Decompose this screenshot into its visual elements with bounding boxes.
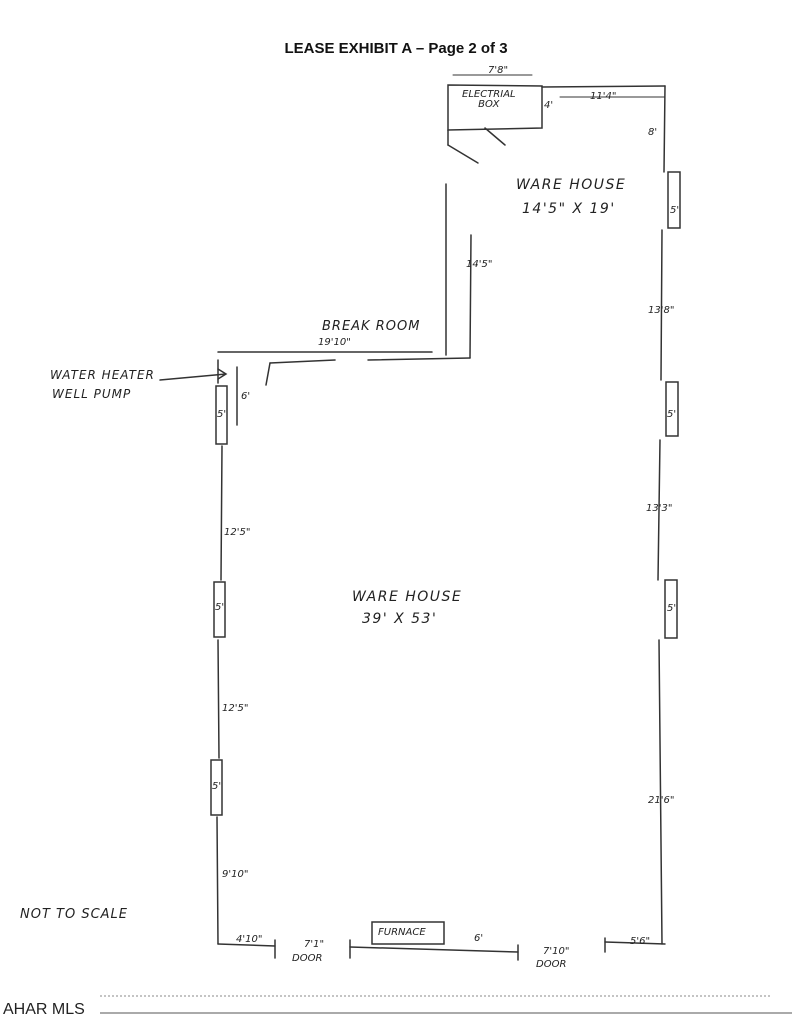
water-heater-label: WATER HEATER bbox=[50, 368, 155, 382]
water-heater-arrow bbox=[159, 368, 228, 381]
electrical-box bbox=[447, 84, 543, 164]
dim-left-12-5-a: 12'5" bbox=[224, 527, 251, 538]
right-wall bbox=[657, 85, 681, 945]
not-to-scale-note: NOT TO SCALE bbox=[20, 907, 129, 922]
dim-window-upper: 5' bbox=[670, 205, 680, 216]
dim-window-left-2: 5' bbox=[215, 602, 225, 613]
door-label-left: DOOR bbox=[292, 953, 323, 964]
dim-break-width: 19'10" bbox=[318, 337, 351, 348]
dim-top-width: 7'8" bbox=[488, 65, 509, 76]
dim-box-4: 4' bbox=[544, 100, 554, 111]
left-wall bbox=[210, 359, 238, 945]
dim-window-left-3: 5' bbox=[212, 781, 222, 792]
dim-bottom-7-10: 7'10" bbox=[543, 946, 570, 957]
bottom-wall bbox=[217, 921, 666, 961]
furnace-box bbox=[371, 921, 445, 945]
dim-right-13-3: 13'3" bbox=[646, 503, 673, 514]
footer-mls-label: AHAR MLS bbox=[3, 1001, 85, 1018]
main-warehouse-name: WARE HOUSE bbox=[352, 589, 463, 605]
dim-left-12-5-b: 12'5" bbox=[222, 703, 249, 714]
dim-window-right-3: 5' bbox=[667, 603, 677, 614]
door-label-right: DOOR bbox=[536, 959, 567, 970]
furnace-label: FURNACE bbox=[378, 927, 426, 938]
dim-right-8: 8' bbox=[648, 127, 658, 138]
break-room-wall bbox=[217, 351, 471, 386]
top-wall bbox=[541, 85, 666, 88]
dim-left-6: 6' bbox=[241, 391, 251, 402]
dim-right-13-8: 13'8" bbox=[648, 305, 675, 316]
dim-top-right: 11'4" bbox=[590, 91, 617, 102]
break-room-label: BREAK ROOM bbox=[322, 319, 421, 334]
upper-warehouse-name: WARE HOUSE bbox=[516, 177, 627, 193]
document-title: LEASE EXHIBIT A – Page 2 of 3 bbox=[284, 40, 508, 57]
electrical-box-label: ELECTRIAL BOX bbox=[462, 89, 516, 110]
dim-bottom-4-10: 4'10" bbox=[236, 934, 263, 945]
dim-left-9-10: 9'10" bbox=[222, 869, 249, 880]
dim-window-right-2: 5' bbox=[667, 409, 677, 420]
upper-inner-wall bbox=[445, 183, 472, 359]
well-pump-label: WELL PUMP bbox=[52, 387, 132, 401]
dim-upper-inner-wall: 14'5" bbox=[466, 259, 493, 270]
dim-right-21-6: 21'6" bbox=[648, 795, 675, 806]
dim-bottom-6: 6' bbox=[474, 933, 484, 944]
dim-bottom-7-1: 7'1" bbox=[304, 939, 325, 950]
dim-window-left-1: 5' bbox=[217, 409, 227, 420]
dim-bottom-5-6: 5'6" bbox=[630, 936, 651, 947]
main-warehouse-size: 39' X 53' bbox=[362, 611, 438, 627]
upper-warehouse-size: 14'5" X 19' bbox=[522, 201, 616, 217]
